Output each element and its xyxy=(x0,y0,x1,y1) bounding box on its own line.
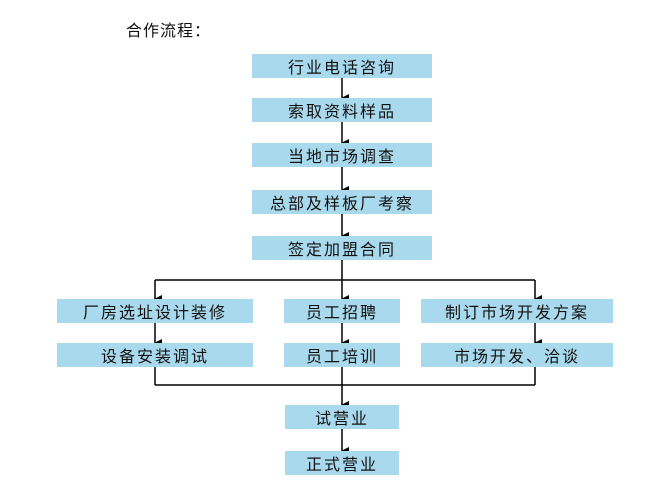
step-staff-training: 员工培训 xyxy=(284,343,400,367)
step-phone-inquiry: 行业电话咨询 xyxy=(252,54,432,78)
step-formal-operation: 正式营业 xyxy=(285,451,399,475)
step-market-plan: 制订市场开发方案 xyxy=(421,299,613,323)
step-market-negotiation: 市场开发、洽谈 xyxy=(421,343,613,367)
step-hq-visit: 总部及样板厂考察 xyxy=(252,190,432,214)
step-trial-operation: 试营业 xyxy=(285,405,399,429)
step-sign-contract: 签定加盟合同 xyxy=(252,236,432,260)
step-local-market-survey: 当地市场调查 xyxy=(252,143,432,167)
step-equipment-install: 设备安装调试 xyxy=(57,343,253,367)
step-factory-site-design: 厂房选址设计装修 xyxy=(57,299,253,323)
diagram-title: 合作流程： xyxy=(126,21,212,40)
step-request-samples: 索取资料样品 xyxy=(252,98,432,122)
step-staff-recruit: 员工招聘 xyxy=(284,299,400,323)
